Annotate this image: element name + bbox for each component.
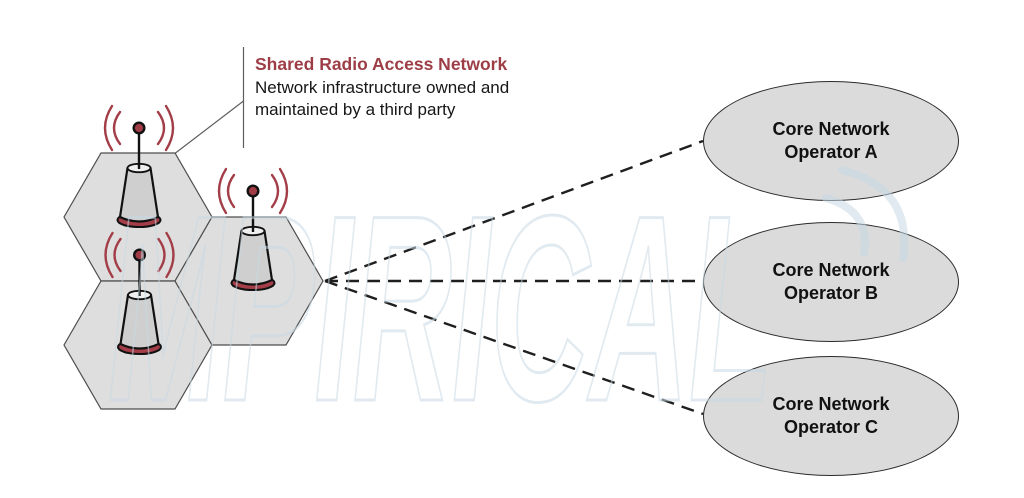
core-network-operator-c-node: Core Network Operator C [703, 356, 959, 476]
callout-description-line-1: Network infrastructure owned and [255, 78, 510, 97]
core-network-operator-a-node: Core Network Operator A [703, 81, 959, 201]
operator-c-label-line-2: Operator C [783, 417, 879, 437]
callout-description: Network infrastructure owned and maintai… [255, 77, 509, 121]
operator-c-label-line-1: Core Network [772, 394, 890, 414]
operator-a-label-line-2: Operator A [784, 142, 878, 162]
callout-leader-diagonal [175, 100, 244, 154]
callout-description-line-2: maintained by a third party [255, 100, 456, 119]
link-ran-to-operator-c [324, 279, 704, 416]
core-network-operator-b-node: Core Network Operator B [703, 222, 959, 342]
link-ran-to-operator-a [324, 139, 704, 283]
operator-a-label-line-1: Core Network [772, 119, 890, 139]
operator-b-label-line-2: Operator B [783, 283, 879, 303]
operator-b-label-line-1: Core Network [772, 260, 890, 280]
callout-title: Shared Radio Access Network [255, 54, 508, 74]
